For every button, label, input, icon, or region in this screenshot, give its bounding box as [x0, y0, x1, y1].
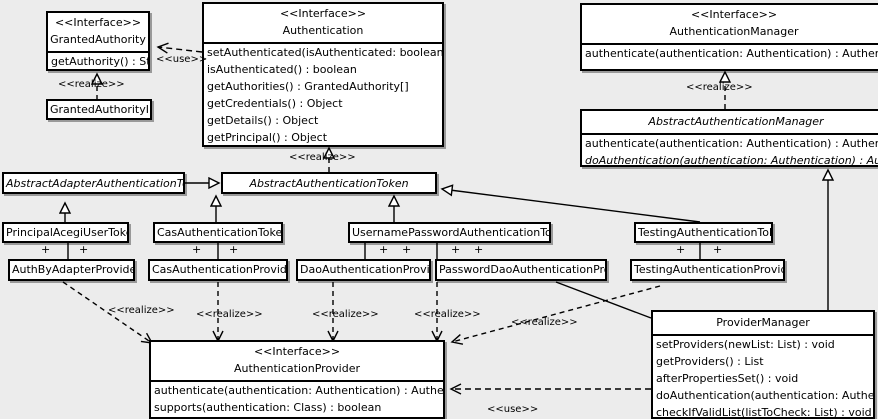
edge-label-realize-testing-provider: <<realize>>	[511, 317, 578, 328]
operation: getAuthorities() : GrantedAuthority[]	[207, 80, 409, 93]
operations-compartment: setProviders(newList: List) : void getPr…	[653, 334, 875, 419]
edge-label-use-provider-manager: <<use>>	[487, 404, 539, 415]
class-dao-authentication-provider[interactable]: DaoAuthenticationProvider	[296, 259, 431, 281]
class-name: CasAuthenticationProvider	[152, 263, 288, 276]
operation: authenticate(authentication: Authenticat…	[585, 47, 878, 60]
operation: getDetails() : Object	[207, 114, 319, 127]
operation: supports(authentication: Class) : boolea…	[154, 401, 382, 414]
association-adornment-plus: +	[192, 243, 202, 256]
class-username-password-authentication-token[interactable]: UsernamePasswordAuthenticationToken	[348, 222, 551, 243]
association-adornment-plus: +	[451, 243, 461, 256]
operation: getPrincipal() : Object	[207, 131, 328, 144]
class-abstract-authentication-manager[interactable]: AbstractAuthenticationManager authentica…	[580, 109, 878, 167]
operation: authenticate(authentication: Authenticat…	[154, 384, 444, 397]
class-testing-authentication-token[interactable]: TestingAuthenticationToken	[634, 222, 773, 243]
class-name: UsernamePasswordAuthenticationToken	[352, 226, 551, 239]
class-password-dao-authentication-provider[interactable]: PasswordDaoAuthenticationProvider	[435, 259, 607, 281]
operations-compartment: setAuthenticated(isAuthenticated: boolea…	[204, 42, 444, 145]
class-name: AuthenticationManager	[669, 25, 799, 38]
class-name: PasswordDaoAuthenticationProvider	[439, 263, 605, 276]
association-adornment-plus: +	[713, 243, 723, 256]
operation: getProviders() : List	[656, 355, 764, 368]
class-stereotype: <<Interface>>	[253, 345, 341, 358]
class-abstract-adapter-authentication-token[interactable]: AbstractAdapterAuthenticationToken	[2, 172, 185, 194]
association-adornment-plus: +	[676, 243, 686, 256]
operation: getCredentials() : Object	[207, 97, 343, 110]
class-provider-manager[interactable]: ProviderManager setProviders(newList: Li…	[651, 310, 875, 419]
edge-label-realize-auth-by-adapter: <<realize>>	[108, 305, 175, 316]
class-name: TestingAuthenticationToken	[638, 226, 771, 239]
association-adornment-plus: +	[474, 243, 484, 256]
association-adornment-plus: +	[229, 243, 239, 256]
class-name: TestingAuthenticationProvider	[634, 263, 785, 276]
class-name: AbstractAdapterAuthenticationToken	[6, 177, 183, 190]
class-authentication[interactable]: <<Interface>> Authentication setAuthenti…	[202, 2, 444, 147]
class-stereotype: <<Interface>>	[690, 8, 778, 21]
class-authentication-provider[interactable]: <<Interface>> AuthenticationProvider aut…	[149, 340, 445, 419]
class-stereotype: <<Interface>>	[279, 7, 367, 20]
edge-label-realize-dao-provider: <<realize>>	[312, 309, 379, 320]
edge-label-realize-password-dao-provider: <<realize>>	[414, 309, 481, 320]
operation: authenticate(authentication: Authenticat…	[585, 137, 878, 150]
class-name: AuthenticationProvider	[233, 362, 361, 375]
class-authentication-manager[interactable]: <<Interface>> AuthenticationManager auth…	[580, 3, 878, 71]
operation: doAuthentication(authentication: Authent…	[656, 389, 875, 402]
edge-label-use-granted-authority: <<use>>	[156, 54, 208, 65]
class-granted-authority[interactable]: <<Interface>> GrantedAuthority getAuthor…	[46, 11, 150, 71]
class-name: GrantedAuthorityImpl	[50, 103, 150, 116]
class-principal-acegi-user-token[interactable]: PrincipalAcegiUserToken	[2, 222, 129, 243]
operation: afterPropertiesSet() : void	[656, 372, 799, 385]
class-name: Authentication	[282, 24, 364, 37]
class-name: AbstractAuthenticationManager	[648, 115, 824, 128]
class-name: AbstractAuthenticationToken	[249, 177, 409, 190]
class-stereotype: <<Interface>>	[54, 16, 142, 29]
edge-label-realize-abstract-authentication-manager: <<realize>>	[686, 82, 753, 93]
class-name: PrincipalAcegiUserToken	[6, 226, 129, 239]
class-cas-authentication-token[interactable]: CasAuthenticationToken	[153, 222, 283, 243]
class-name: ProviderManager	[716, 316, 810, 329]
edge-label-realize-cas-provider: <<realize>>	[196, 309, 263, 320]
edge-label-realize-abstract-authentication-token: <<realize>>	[289, 152, 356, 163]
operation: setAuthenticated(isAuthenticated: boolea…	[207, 46, 444, 59]
association-adornment-plus: +	[41, 243, 51, 256]
operations-compartment: authenticate(authentication: Authenticat…	[151, 380, 443, 416]
operations-compartment: authenticate(authentication: Authenticat…	[582, 133, 878, 167]
class-testing-authentication-provider[interactable]: TestingAuthenticationProvider	[630, 259, 785, 281]
class-abstract-authentication-token[interactable]: AbstractAuthenticationToken	[221, 172, 437, 194]
association-adornment-plus: +	[379, 243, 389, 256]
operation: doAuthentication(authentication: Authent…	[585, 154, 878, 167]
operations-compartment: authenticate(authentication: Authenticat…	[582, 43, 878, 62]
class-cas-authentication-provider[interactable]: CasAuthenticationProvider	[148, 259, 288, 281]
class-name: DaoAuthenticationProvider	[300, 263, 430, 276]
association-adornment-plus: +	[402, 243, 412, 256]
operation: setProviders(newList: List) : void	[656, 338, 835, 351]
operation: checkIfValidList(listToCheck: List) : vo…	[656, 406, 872, 419]
operations-compartment: getAuthority() : String	[48, 51, 148, 69]
edge-label-realize-granted-authority-impl: <<realize>>	[58, 79, 125, 90]
operation: isAuthenticated() : boolean	[207, 63, 357, 76]
association-adornment-plus: +	[79, 243, 89, 256]
class-name: GrantedAuthority	[50, 33, 146, 46]
class-name: AuthByAdapterProvider	[12, 263, 135, 276]
operation: getAuthority() : String	[51, 55, 148, 68]
class-auth-by-adapter-provider[interactable]: AuthByAdapterProvider	[8, 259, 135, 281]
class-name: CasAuthenticationToken	[157, 226, 283, 239]
class-granted-authority-impl[interactable]: GrantedAuthorityImpl	[46, 99, 152, 120]
